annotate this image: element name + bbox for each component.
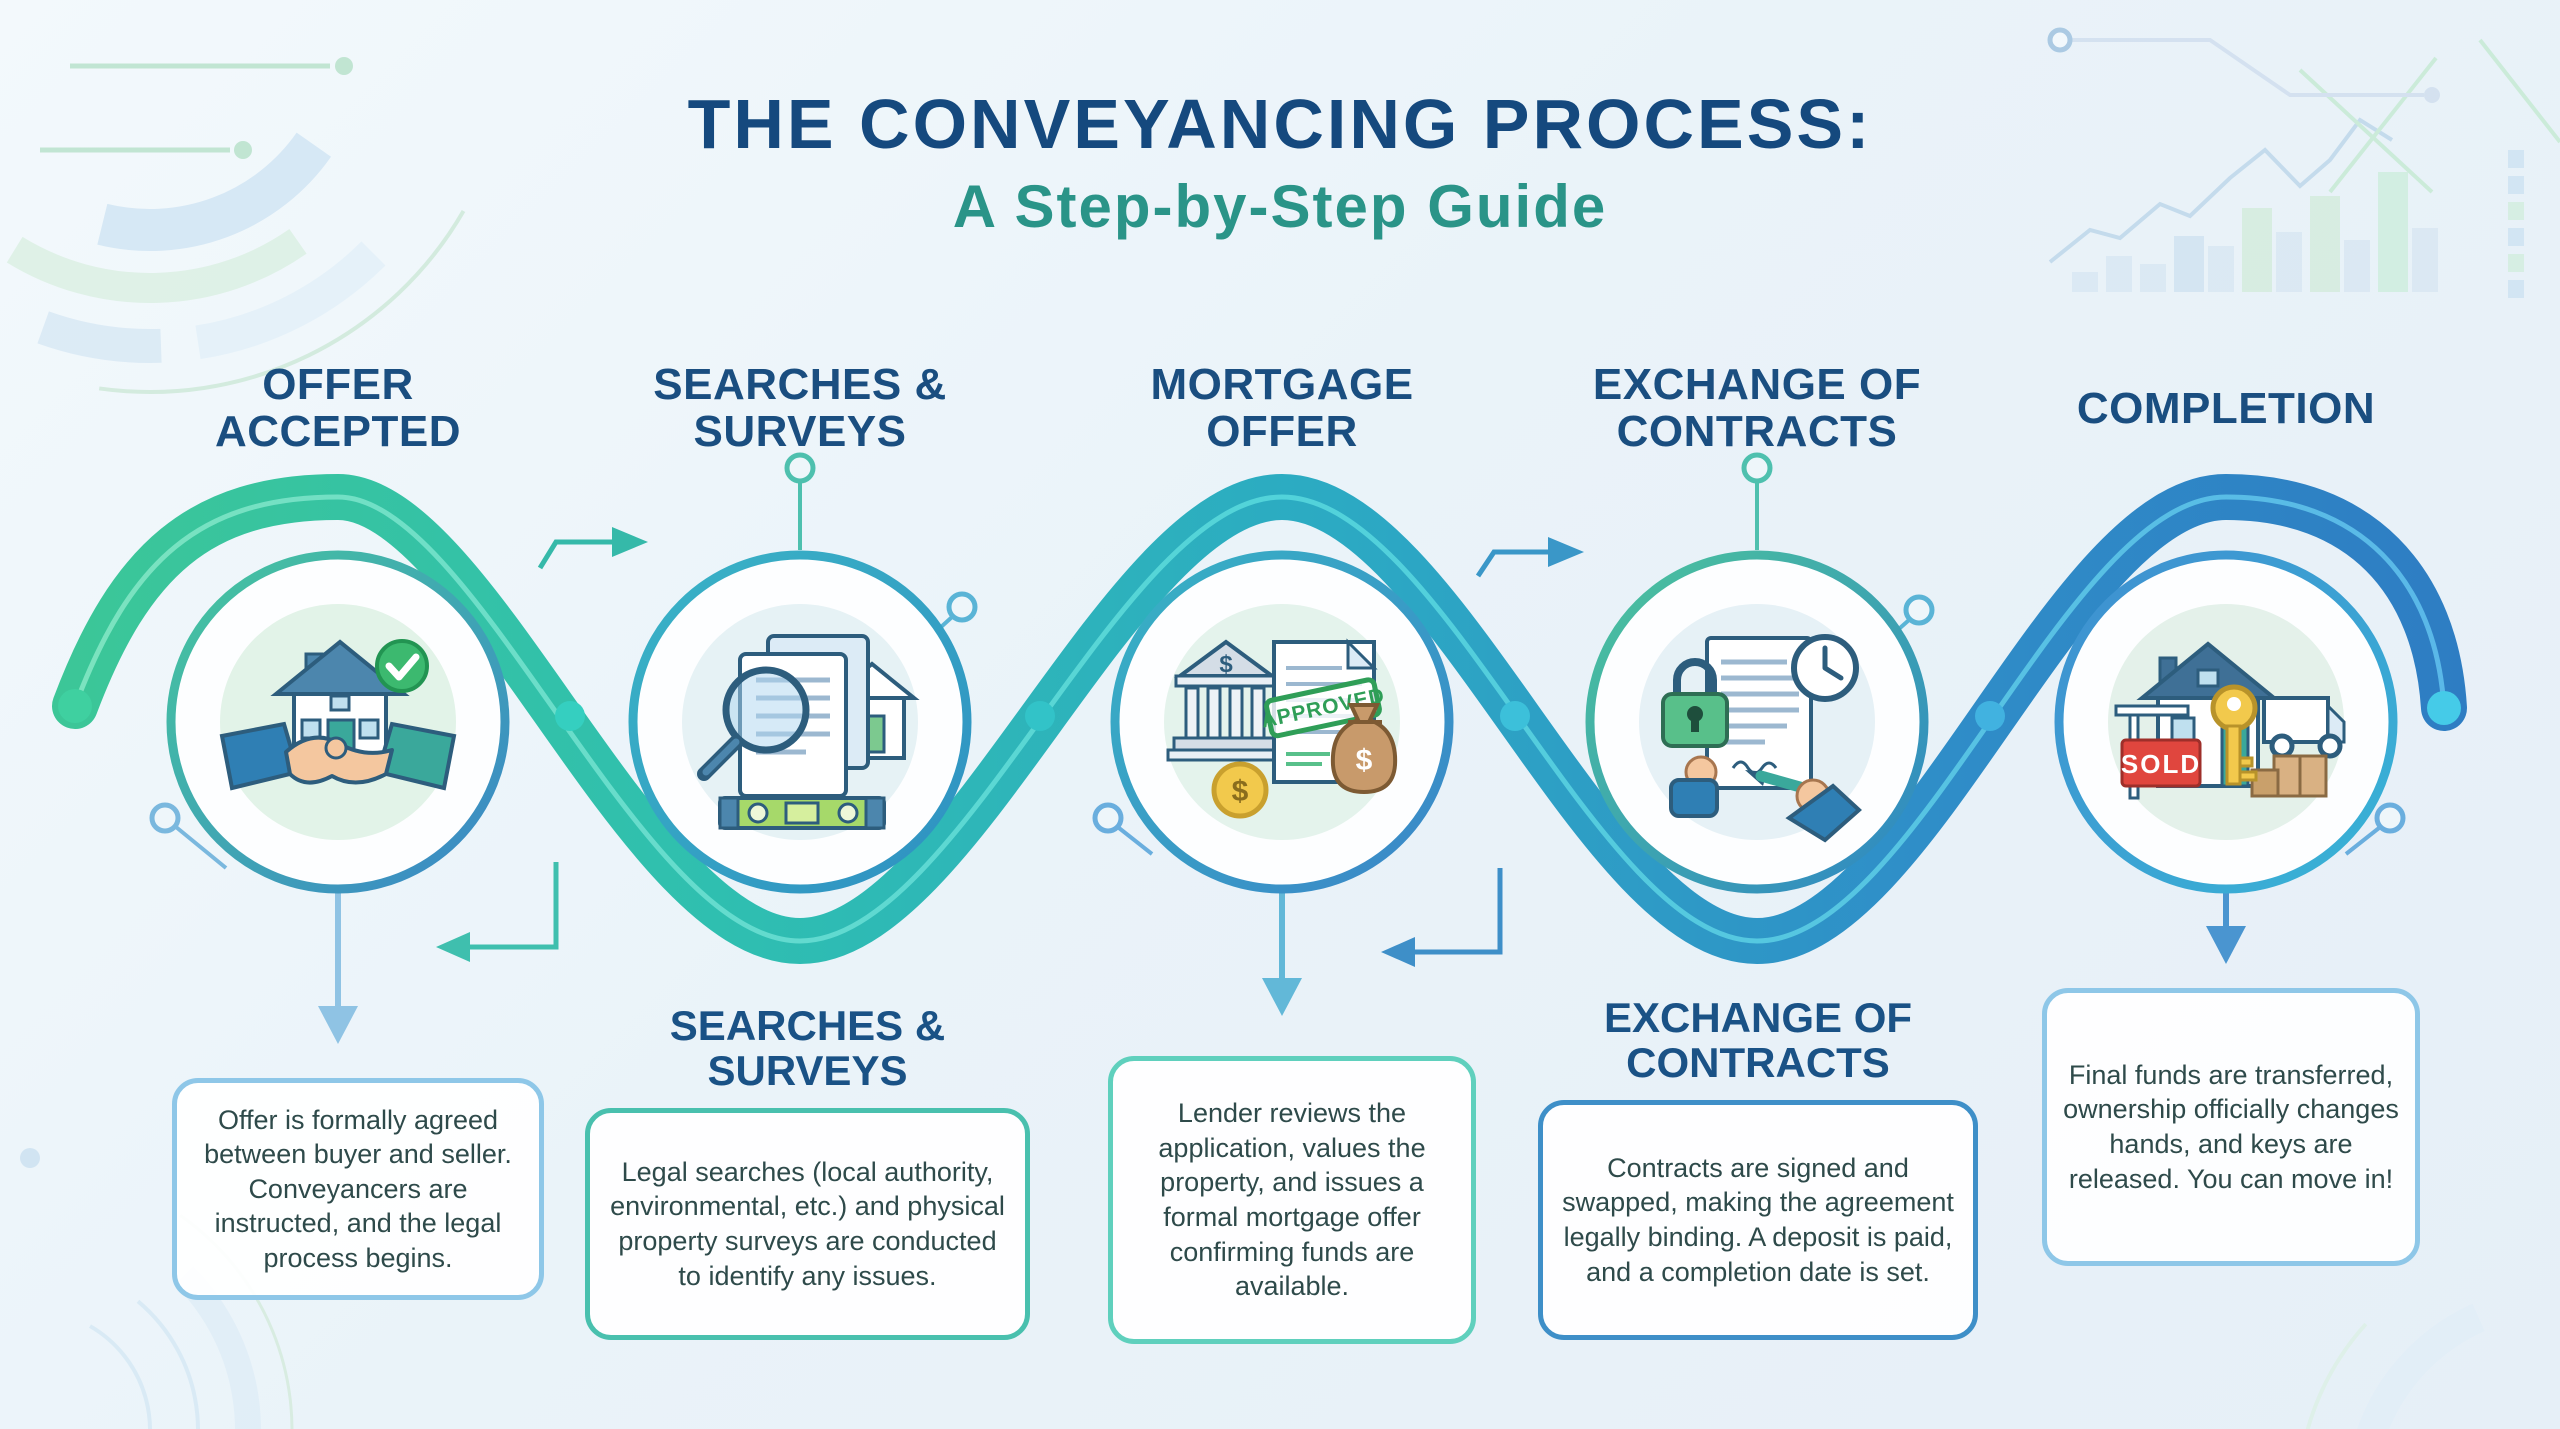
step-circle-3: $ APP	[1110, 550, 1454, 894]
process-ribbon	[52, 473, 2467, 965]
step-circle-1	[166, 550, 510, 894]
sold-sign: SOLD	[2120, 738, 2202, 788]
box-heading-exchange-contracts: EXCHANGE OF CONTRACTS	[1603, 993, 1913, 1086]
arrow-down-icon	[1262, 978, 1302, 1016]
ribbon-node-2	[1025, 701, 1055, 731]
description-text: Legal searches (local authority, environ…	[610, 1156, 1005, 1291]
arrow-down-icon	[2206, 926, 2246, 964]
ribbon-node-3	[1500, 701, 1530, 731]
money-bag-icon	[1330, 703, 1398, 795]
step-label-offer-accepted: OFFER ACCEPTED	[214, 360, 462, 456]
description-box-offer-accepted: Offer is formally agreed between buyer a…	[172, 1078, 544, 1300]
dollar-glyph: $	[1219, 651, 1233, 678]
page-subtitle: A Step-by-Step Guide	[952, 173, 1608, 240]
step-circle-5: SOLD	[2054, 550, 2398, 894]
truck-icon	[2262, 696, 2330, 744]
coin-icon	[1211, 761, 1269, 819]
ribbon-node-4	[1975, 701, 2005, 731]
decor-top-right-chart	[2047, 27, 2560, 298]
step-label-exchange-contracts: EXCHANGE OF CONTRACTS	[1592, 360, 1922, 456]
sold-sign-label: SOLD	[2121, 749, 2201, 779]
description-box-mortgage-offer: Lender reviews the application, values t…	[1108, 1056, 1476, 1344]
description-text: Lender reviews the application, values t…	[1158, 1098, 1426, 1302]
ribbon-start-node	[58, 689, 92, 723]
padlock-shackle	[1673, 658, 1717, 694]
ribbon-center-line	[72, 494, 2447, 944]
step-circle-2	[628, 550, 972, 894]
step-label-searches-surveys: SEARCHES & SURVEYS	[653, 360, 947, 456]
arrow-left-icon	[1381, 937, 1415, 967]
description-box-exchange-contracts: Contracts are signed and swapped, making…	[1538, 1100, 1978, 1340]
step-label-completion: COMPLETION	[2076, 383, 2376, 433]
step-circle-4	[1585, 550, 1929, 894]
arrow-right-icon	[1548, 537, 1584, 567]
ribbon-node-1	[555, 701, 585, 731]
handshake-house-icon	[219, 639, 457, 791]
ribbon-end-node	[2427, 691, 2461, 725]
arrow-left-icon	[436, 932, 470, 962]
page-title: THE CONVEYANCING PROCESS:	[687, 85, 1873, 163]
step-label-mortgage-offer: MORTGAGE OFFER	[1150, 360, 1414, 456]
arrow-down-icon	[318, 1006, 358, 1044]
box-heading-searches-surveys: SEARCHES & SURVEYS	[669, 1001, 946, 1094]
description-text: Contracts are signed and swapped, making…	[1562, 1152, 1954, 1287]
search-survey-icon	[697, 634, 920, 830]
arrow-right-icon	[612, 527, 648, 557]
description-box-searches-surveys: Legal searches (local authority, environ…	[585, 1108, 1030, 1340]
description-box-completion: Final funds are transferred, ownership o…	[2042, 988, 2420, 1266]
connector-lines	[149, 452, 2406, 1044]
dollar-glyph: $	[1232, 775, 1249, 808]
contract-signing-icon	[1661, 634, 1862, 843]
description-text: Final funds are transferred, ownership o…	[2063, 1059, 2399, 1194]
magnifier-icon	[722, 666, 810, 754]
dollar-glyph: $	[1356, 744, 1373, 777]
key-icon	[2210, 684, 2258, 786]
sold-house-key-icon: SOLD	[2114, 641, 2346, 800]
check-circle-icon	[375, 639, 429, 693]
bank-approved-icon: $ APP	[1166, 638, 1398, 819]
description-text: Offer is formally agreed between buyer a…	[204, 1104, 512, 1273]
